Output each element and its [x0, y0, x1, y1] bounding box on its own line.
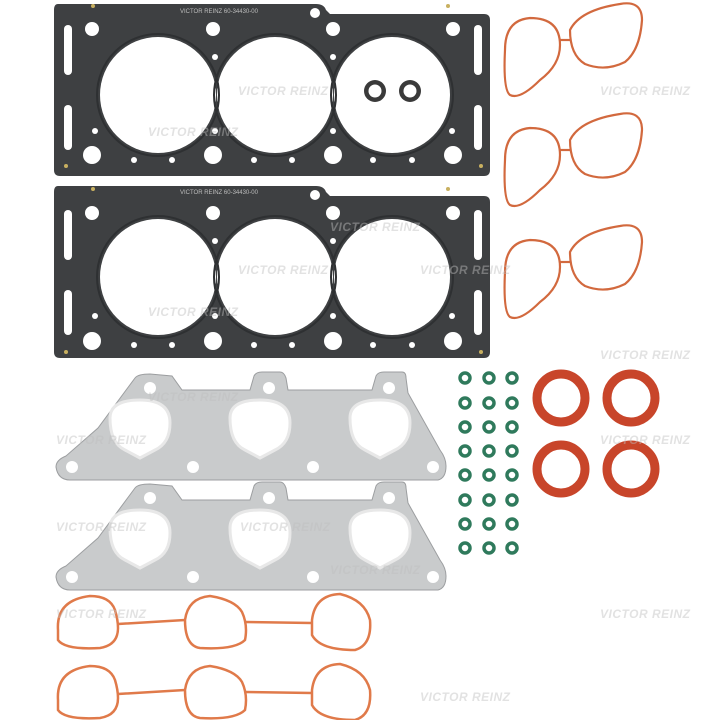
intake-manifold-gasket-2 — [56, 662, 372, 720]
intake-manifold-gaskets — [56, 592, 372, 720]
exhaust-manifold-gasket-2 — [54, 480, 448, 592]
camshaft-seals — [532, 369, 660, 498]
throttle-body-gasket-3 — [503, 224, 644, 320]
head-gasket-marking-bottom: VICTOR REINZ 60-34430-00 — [180, 190, 259, 196]
head-gasket-marking-top: VICTOR REINZ 60-34430-00 — [180, 9, 259, 15]
valve-stem-seals — [458, 371, 519, 555]
cylinder-head-gasket-top — [54, 4, 490, 176]
throttle-body-gaskets — [503, 2, 644, 320]
cylinder-head-gasket-bottom — [54, 186, 490, 358]
exhaust-manifold-gasket-1 — [54, 370, 448, 482]
intake-manifold-gasket-1 — [56, 592, 372, 652]
throttle-body-gasket-1 — [503, 2, 644, 98]
throttle-body-gasket-2 — [503, 112, 644, 208]
